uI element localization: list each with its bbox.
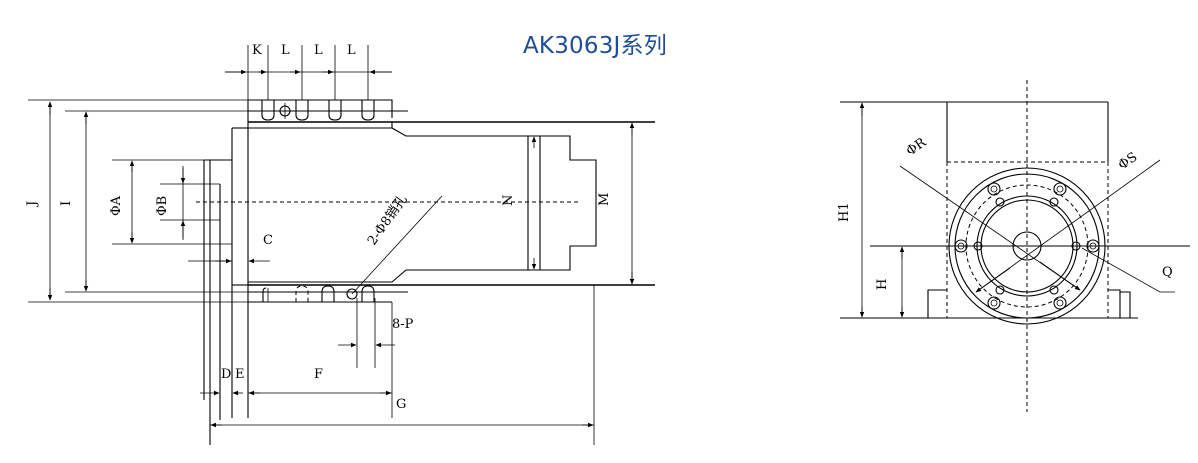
label-n: N — [501, 195, 516, 206]
side-view — [28, 45, 655, 445]
label-q: Q — [1162, 265, 1173, 280]
label-i: I — [59, 201, 74, 206]
label-h1: H1 — [837, 202, 852, 222]
label-phi-r: ΦR — [904, 135, 930, 160]
top-dimension-chain — [225, 45, 392, 100]
label-f: F — [314, 367, 323, 382]
label-l-1: L — [281, 43, 290, 58]
label-k: K — [252, 43, 262, 58]
label-d: D — [221, 367, 231, 382]
label-j: J — [25, 201, 40, 208]
label-l-2: L — [314, 43, 323, 58]
label-pin-holes: 2-Φ8销孔 — [365, 193, 410, 249]
label-8-p: 8-P — [392, 317, 414, 332]
label-phi-a: ΦA — [109, 195, 124, 216]
bolt-holes — [954, 182, 1100, 310]
label-m: M — [597, 193, 612, 206]
front-view — [840, 80, 1190, 412]
label-l-3: L — [347, 43, 356, 58]
label-phi-s: ΦS — [1116, 150, 1141, 174]
label-phi-b: ΦB — [155, 196, 170, 216]
label-h: H — [875, 279, 890, 290]
drawing-title: AK3063J系列 — [523, 33, 667, 59]
label-e: E — [235, 367, 245, 382]
label-c: C — [263, 233, 273, 248]
label-g: G — [396, 397, 406, 412]
